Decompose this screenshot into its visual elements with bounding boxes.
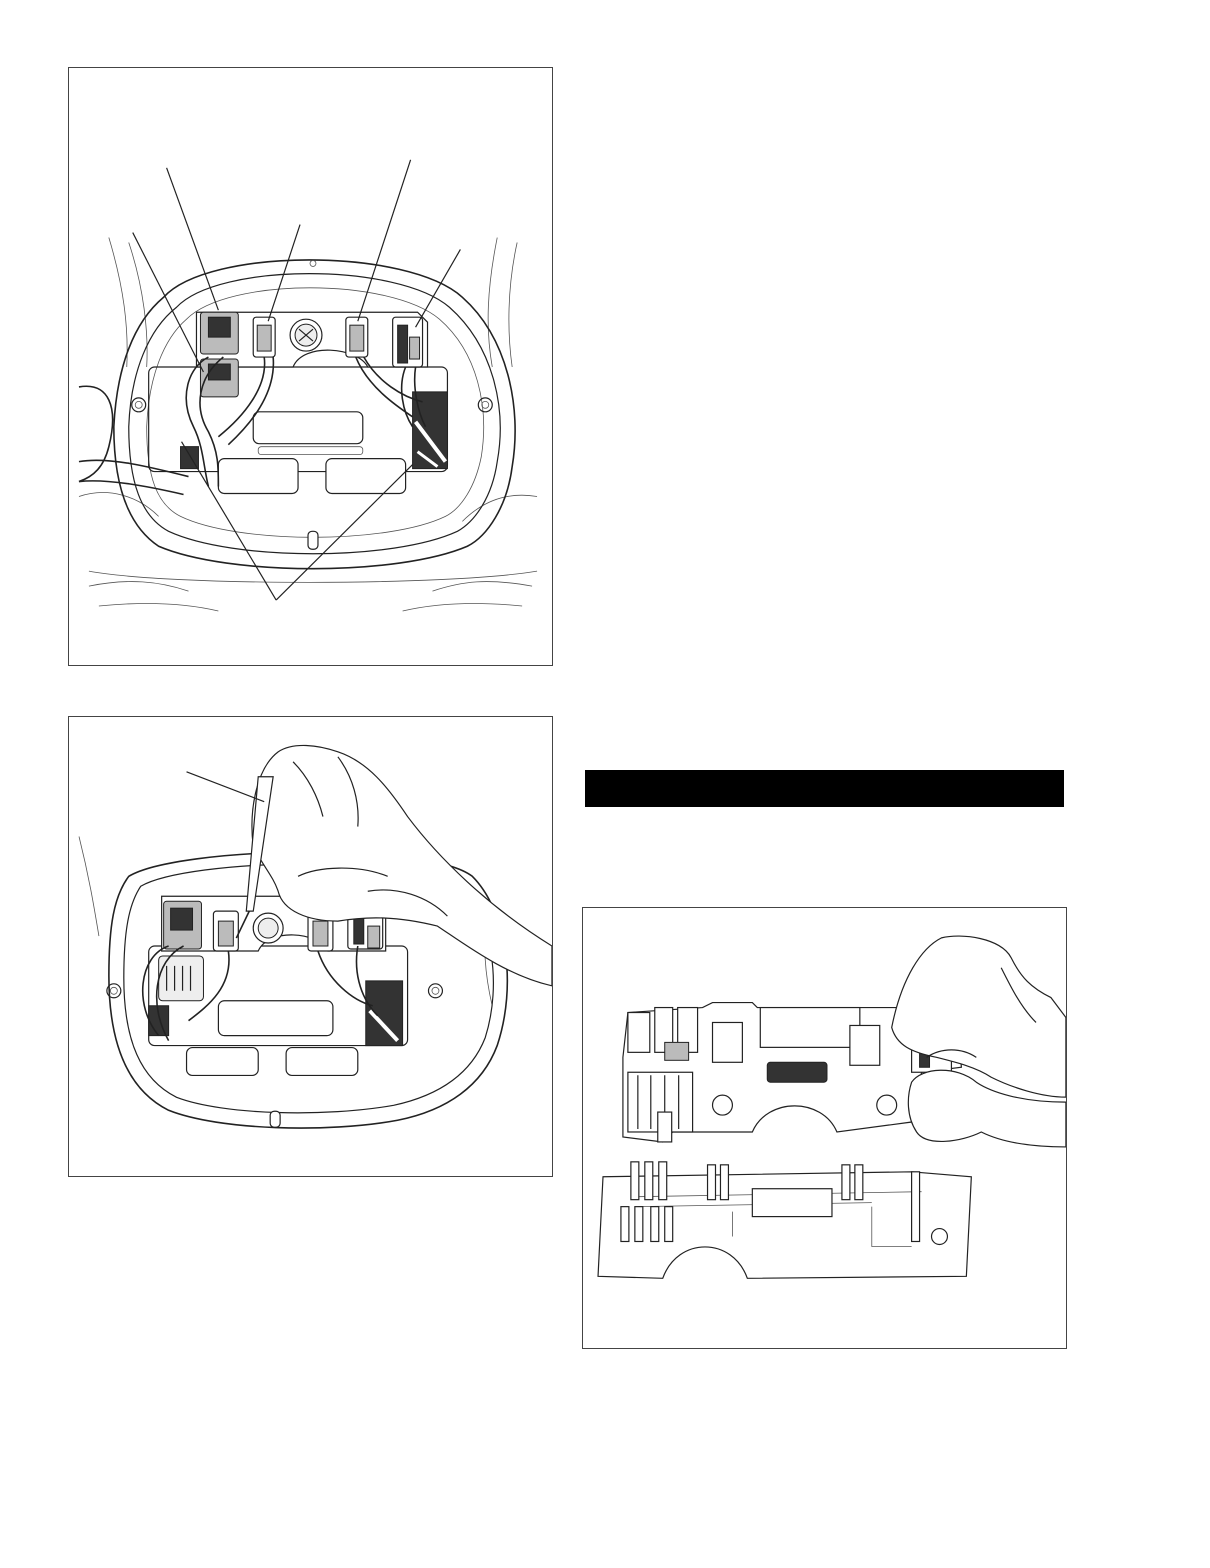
connector-release-illustration <box>78 744 552 1129</box>
figure-housing-connectors <box>68 67 553 666</box>
section-header-bar <box>585 770 1064 807</box>
board-separation-illustration <box>597 935 1066 1279</box>
figure-connector-release <box>68 716 553 1177</box>
housing-connectors-illustration <box>78 159 538 612</box>
figure-board-separation <box>582 907 1067 1349</box>
